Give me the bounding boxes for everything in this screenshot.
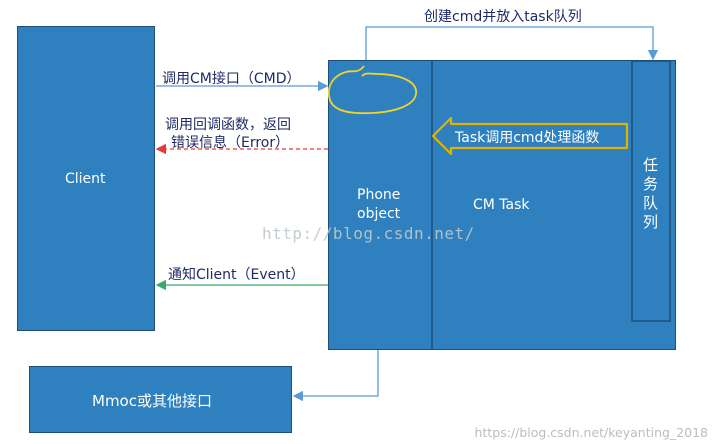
- phone-object-label-line1: Phone: [357, 187, 401, 203]
- cm-task-label: CM Task: [473, 197, 530, 213]
- mmoc-label: Mmoc或其他接口: [92, 392, 212, 410]
- watermark-bottom: https://blog.csdn.net/keyanting_2018: [474, 425, 708, 440]
- enqueue-loop-arrow: [365, 26, 659, 61]
- task-queue-char-2: 务: [643, 175, 659, 193]
- callback-label-line1: 调用回调函数，返回: [165, 117, 291, 133]
- call-cm-label: 调用CM接口（CMD）: [162, 71, 301, 87]
- client-box: Client: [17, 26, 155, 331]
- task-queue-char-1: 任: [643, 156, 659, 174]
- watermark-middle: http://blog.csdn.net/: [262, 224, 475, 243]
- task-queue-box: [631, 60, 671, 322]
- phone-object-box: [328, 60, 676, 350]
- task-queue-char-3: 队: [643, 194, 659, 212]
- client-label: Client: [65, 171, 106, 187]
- notify-client-label: 通知Client（Event）: [168, 267, 305, 283]
- callback-label-line2: 错误信息（Error）: [171, 135, 290, 151]
- task-handler-fat-arrow: [431, 116, 629, 156]
- to-mmoc-arrow: [292, 350, 379, 402]
- task-queue-char-4: 列: [643, 213, 659, 231]
- phone-object-label-line2: object: [357, 206, 401, 222]
- mmoc-box: Mmoc或其他接口: [29, 366, 292, 433]
- enqueue-label: 创建cmd并放入task队列: [424, 9, 582, 25]
- task-handler-label: Task调用cmd处理函数: [455, 130, 600, 146]
- highlight-scribble: [327, 65, 417, 115]
